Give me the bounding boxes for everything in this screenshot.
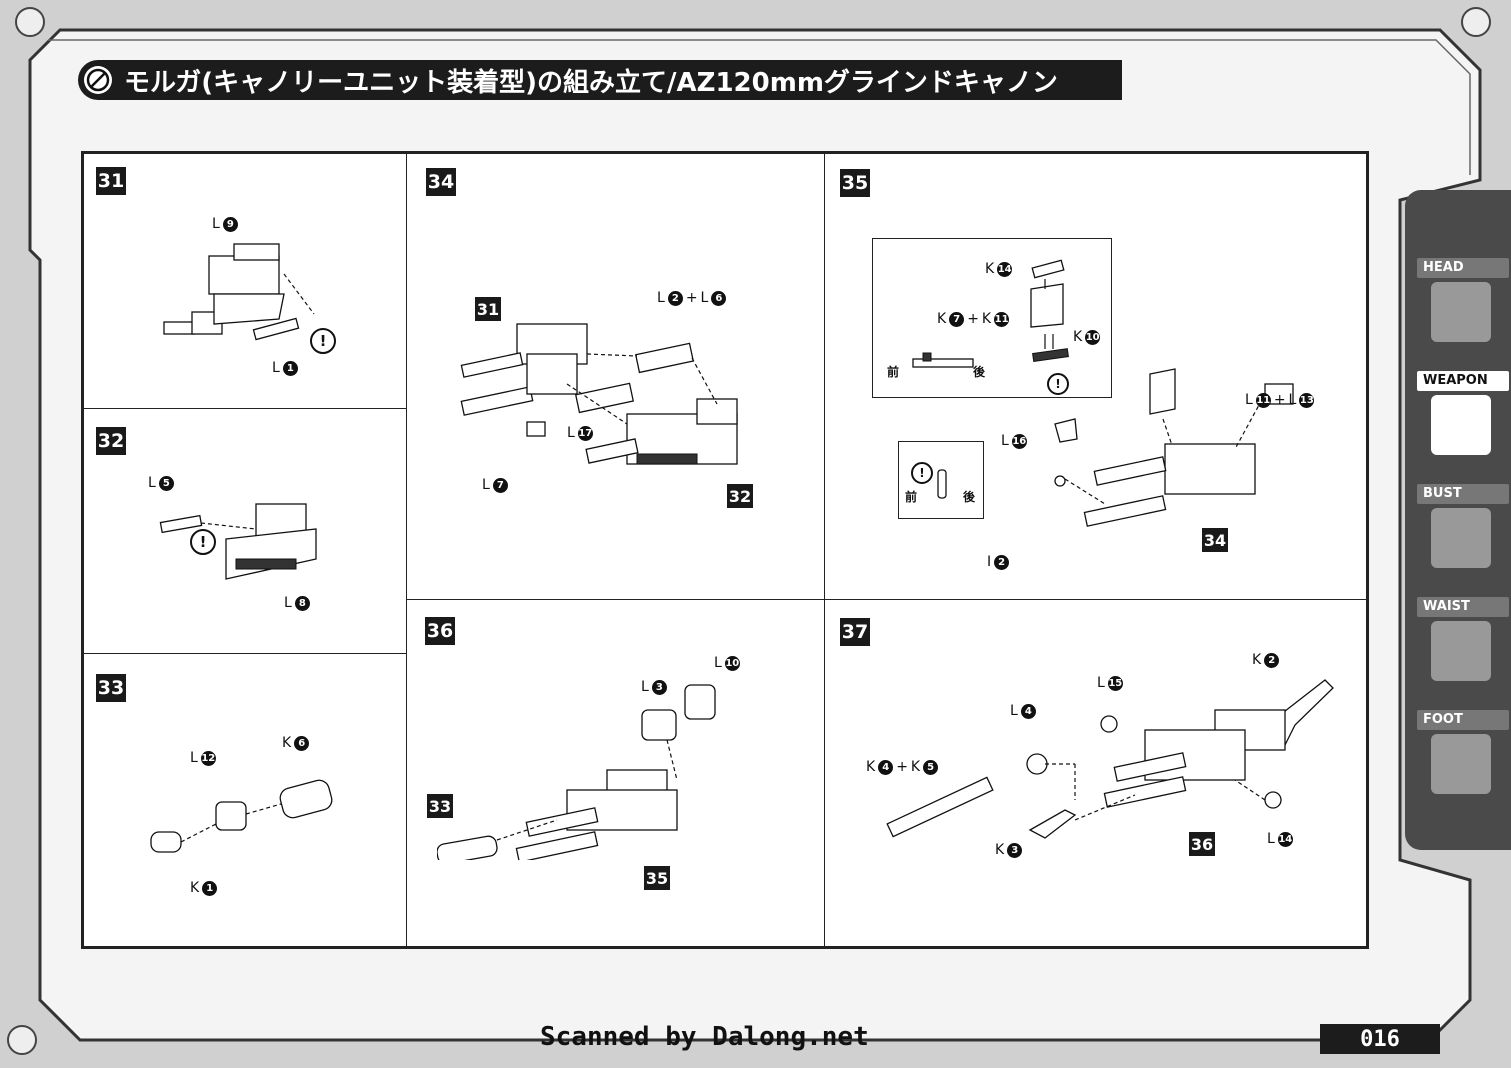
step-33-diagram — [150, 779, 333, 853]
caution-icon: ! — [911, 462, 933, 484]
tab-bust[interactable]: BUST — [1417, 484, 1509, 568]
bust-thumbnail-icon — [1431, 508, 1491, 568]
gear-icon — [84, 66, 112, 94]
step-31-diagram — [163, 243, 315, 341]
tab-foot[interactable]: FOOT — [1417, 710, 1509, 794]
detail-callout-small: ! 前 後 — [898, 441, 984, 519]
reference-step-badge: 33 — [427, 794, 453, 818]
foot-thumbnail-icon — [1431, 734, 1491, 794]
caution-icon: ! — [310, 328, 336, 354]
pin-diagram — [937, 469, 947, 499]
tab-label: WAIST — [1417, 597, 1509, 617]
reference-step-badge: 36 — [1189, 832, 1215, 856]
tab-waist[interactable]: WAIST — [1417, 597, 1509, 681]
tab-label: FOOT — [1417, 710, 1509, 730]
reference-step-badge: 35 — [644, 866, 670, 890]
weapon-thumbnail-icon — [1431, 395, 1491, 455]
title-bar: モルガ(キャノリーユニット装着型)の組み立て/AZ120mmグラインドキャノン — [78, 60, 1122, 100]
page-title: モルガ(キャノリーユニット装着型)の組み立て/AZ120mmグラインドキャノン — [124, 67, 1058, 98]
step-37-diagram — [886, 679, 1334, 839]
reference-step-badge: 31 — [475, 297, 501, 321]
tab-label: WEAPON — [1417, 371, 1509, 391]
waist-thumbnail-icon — [1431, 621, 1491, 681]
step-number: 37 — [840, 618, 870, 646]
tab-label: BUST — [1417, 484, 1509, 504]
head-thumbnail-icon — [1431, 282, 1491, 342]
caution-icon: ! — [1047, 373, 1069, 395]
step-34-diagram — [460, 323, 738, 465]
side-nav: HEAD WEAPON BUST WAIST FOOT — [1405, 190, 1511, 850]
reference-step-badge: 32 — [727, 484, 753, 508]
step-number: 35 — [840, 169, 870, 197]
step-number: 32 — [96, 427, 126, 455]
step-36-diagram — [437, 684, 716, 860]
step-number: 34 — [426, 168, 456, 196]
front-label: 前 — [887, 365, 900, 379]
detail-diagram — [912, 259, 1069, 368]
tab-head[interactable]: HEAD — [1417, 258, 1509, 342]
front-label: 前 — [905, 490, 918, 504]
step-number: 33 — [96, 674, 126, 702]
page-number: 016 — [1320, 1024, 1440, 1054]
step-32-diagram — [159, 503, 317, 580]
step-number: 36 — [425, 617, 455, 645]
step-number: 31 — [96, 167, 126, 195]
tab-label: HEAD — [1417, 258, 1509, 278]
tab-weapon[interactable]: WEAPON — [1417, 371, 1509, 455]
scanned-credit: Scanned by Dalong.net — [540, 1022, 869, 1052]
back-label: 後 — [963, 490, 976, 504]
reference-step-badge: 34 — [1202, 528, 1228, 552]
step-35-diagram — [1054, 368, 1294, 527]
caution-icon: ! — [190, 529, 216, 555]
back-label: 後 — [973, 365, 986, 379]
